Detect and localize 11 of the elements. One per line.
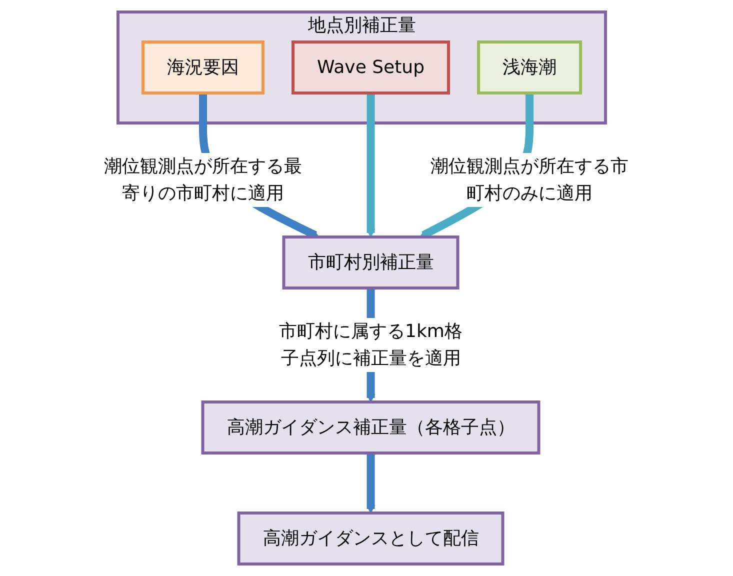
node-box: Wave Setup bbox=[292, 40, 450, 94]
node-box: 海況要因 bbox=[142, 40, 265, 94]
edge-label: 潮位観測点が所在する最寄りの市町村に適用 bbox=[104, 156, 302, 204]
arrow bbox=[366, 453, 376, 514]
node-box: 浅海潮 bbox=[477, 40, 582, 94]
node-box: 高潮ガイダンス補正量（各格子点） bbox=[202, 400, 540, 454]
edge-label: 市町村に属する1km格子点列に補正量を適用 bbox=[279, 321, 463, 369]
node-box: 高潮ガイダンスとして配信 bbox=[238, 512, 504, 566]
arrow bbox=[366, 93, 376, 238]
edge-label: 潮位観測点が所在する市町村のみに適用 bbox=[430, 156, 629, 204]
node-box: 市町村別補正量 bbox=[282, 236, 460, 290]
